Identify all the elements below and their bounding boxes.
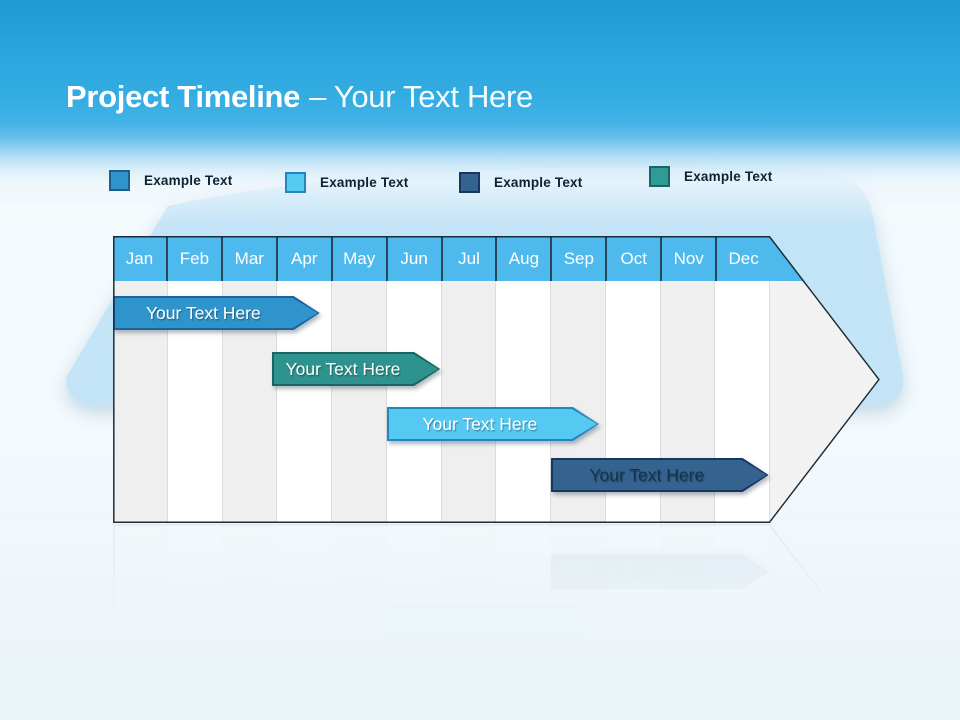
legend-item-1: Example Text: [109, 168, 232, 192]
month-cell-jul: Jul: [443, 236, 498, 281]
legend-label-4: Example Text: [684, 168, 773, 184]
legend-swatch-2: [285, 171, 306, 193]
gantt-month-row: Jan Feb Mar Apr May Jun Jul Aug Sep Oct …: [113, 236, 770, 281]
gantt-bar-label: Your Text Here: [589, 464, 705, 485]
month-cell-dec: Dec: [728, 248, 759, 268]
month-cell-sep: Sep: [552, 236, 608, 281]
gantt-bar-label: Your Text Here: [145, 302, 261, 323]
column-aug: [496, 281, 551, 523]
slide-title: Project Timeline– Your Text Here: [66, 79, 533, 115]
gantt-bar: Your Text Here: [551, 458, 769, 492]
legend-item-4: Example Text: [649, 164, 772, 188]
legend-label-1: Example Text: [144, 172, 233, 188]
slide-title-bold: Project Timeline: [66, 78, 301, 114]
gantt-bar-label: Your Text Here: [285, 358, 401, 379]
gantt-chart: Jan Feb Mar Apr May Jun Jul Aug Sep Oct …: [113, 236, 880, 523]
month-cell-aug: Aug: [497, 236, 553, 281]
month-cell-mar: Mar: [223, 236, 278, 281]
column-jun: [386, 281, 442, 523]
month-cell-nov: Nov: [662, 236, 718, 281]
month-cell-jan: Jan: [113, 236, 168, 281]
month-cell-oct: Oct: [607, 236, 663, 281]
month-cell-feb: Feb: [168, 236, 223, 281]
legend-label-3: Example Text: [494, 174, 583, 190]
legend-swatch-4: [649, 165, 670, 187]
slide-title-light: – Your Text Here: [309, 78, 533, 114]
gantt-bar: Your Text Here: [272, 352, 440, 386]
gantt-bar-label: Your Text Here: [422, 413, 538, 434]
column-may: [332, 281, 387, 523]
legend-label-2: Example Text: [320, 174, 409, 190]
legend-item-3: Example Text: [459, 170, 582, 194]
legend-item-2: Example Text: [285, 170, 408, 194]
month-cell-jun: Jun: [388, 236, 443, 281]
gantt-bar: Your Text Here: [387, 407, 599, 441]
month-cell-apr: Apr: [278, 236, 333, 281]
legend-swatch-3: [459, 171, 480, 193]
month-cell-may: May: [333, 236, 388, 281]
gantt-bar: Your Text Here: [113, 296, 320, 330]
legend-swatch-1: [109, 169, 130, 191]
gantt-arrow-head-area: [770, 281, 880, 523]
column-jul: [441, 281, 497, 523]
